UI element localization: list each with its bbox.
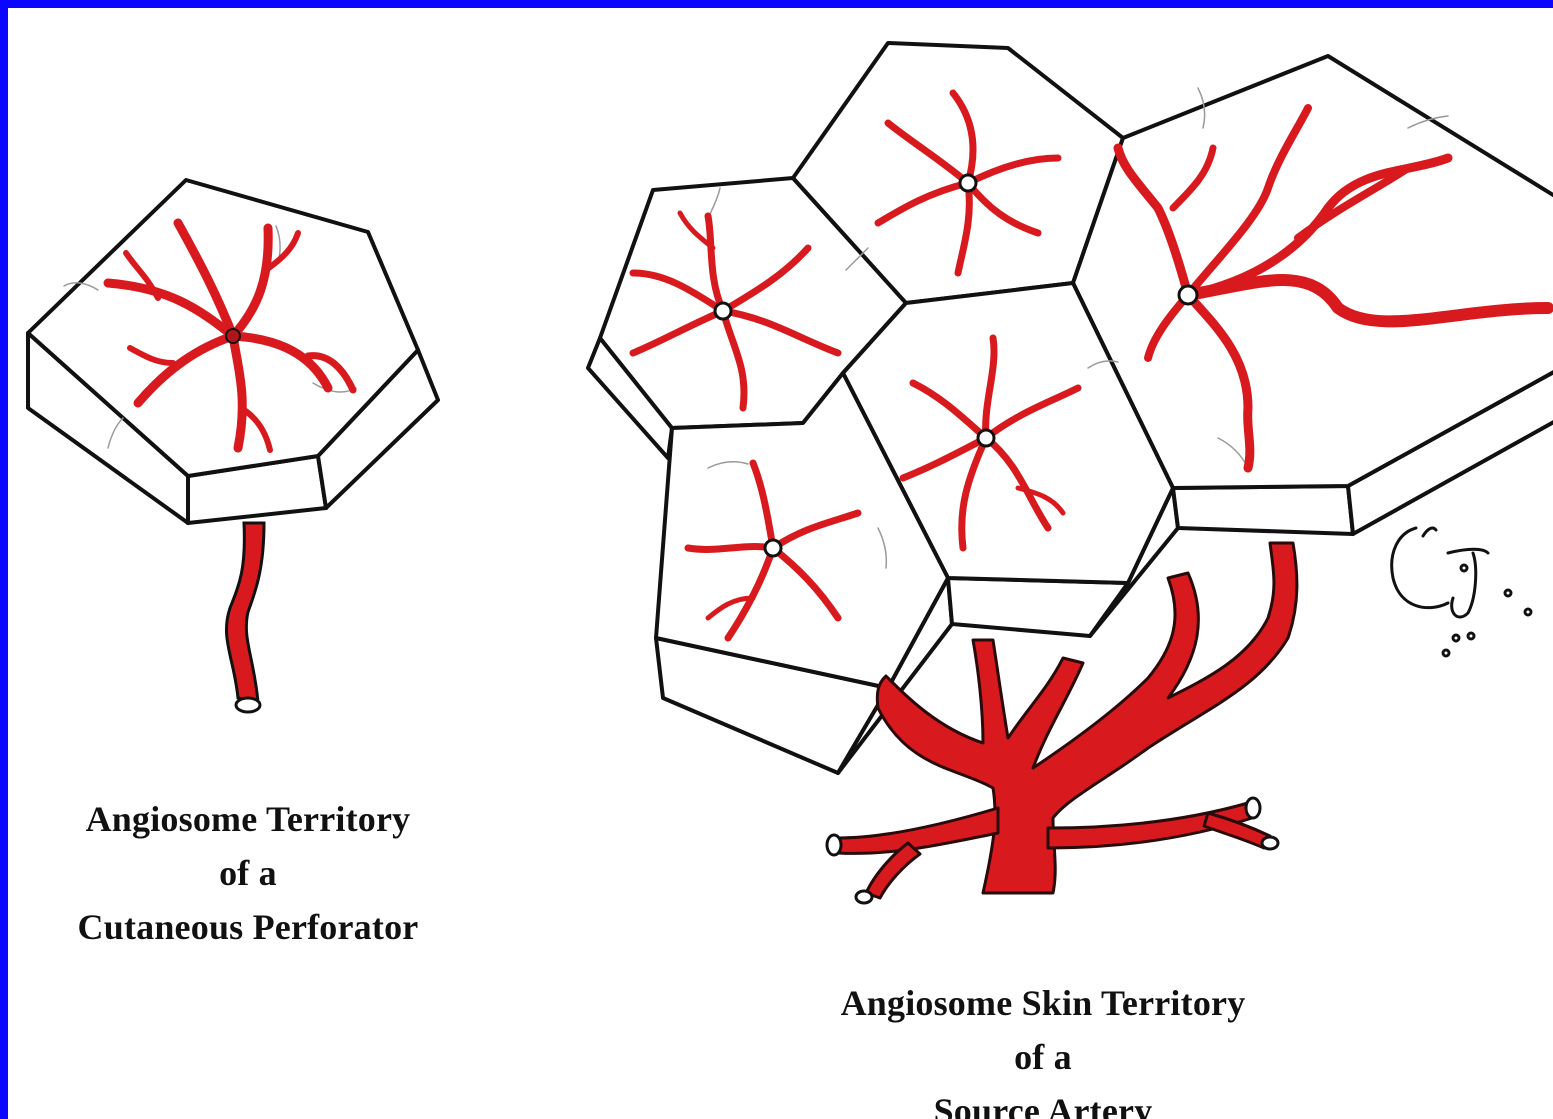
- vessel-opening: [856, 891, 872, 903]
- perforator-vessel: [226, 523, 264, 702]
- caption-source-artery: Angiosome Skin Territory of a Source Art…: [758, 976, 1328, 1119]
- vessel-opening: [1246, 798, 1260, 818]
- perforator-origin: [960, 175, 976, 191]
- wall-center-front: [948, 578, 1128, 636]
- perforator-origin: [226, 329, 240, 343]
- caption-line: Angiosome Skin Territory: [758, 976, 1328, 1030]
- vessel-opening: [827, 835, 841, 855]
- vessel-opening: [1262, 837, 1278, 849]
- wall-right-front: [1173, 486, 1353, 534]
- perforator-origin: [1179, 286, 1197, 304]
- diagram-canvas: Angiosome Territory of a Cutaneous Perfo…: [8, 8, 1553, 1119]
- caption-cutaneous-perforator: Angiosome Territory of a Cutaneous Perfo…: [28, 792, 468, 954]
- single-angiosome-block: [28, 180, 438, 712]
- artery-branch-left: [838, 808, 998, 853]
- caption-line: of a: [758, 1030, 1328, 1084]
- caption-line: of a: [28, 846, 468, 900]
- artist-signature: [1392, 528, 1531, 656]
- perforator-origin: [715, 303, 731, 319]
- perforator-origin: [765, 540, 781, 556]
- caption-line: Cutaneous Perforator: [28, 900, 468, 954]
- caption-line: Angiosome Territory: [28, 792, 468, 846]
- caption-line: Source Artery: [758, 1084, 1328, 1119]
- perforator-origin: [978, 430, 994, 446]
- vessel-opening: [236, 698, 260, 712]
